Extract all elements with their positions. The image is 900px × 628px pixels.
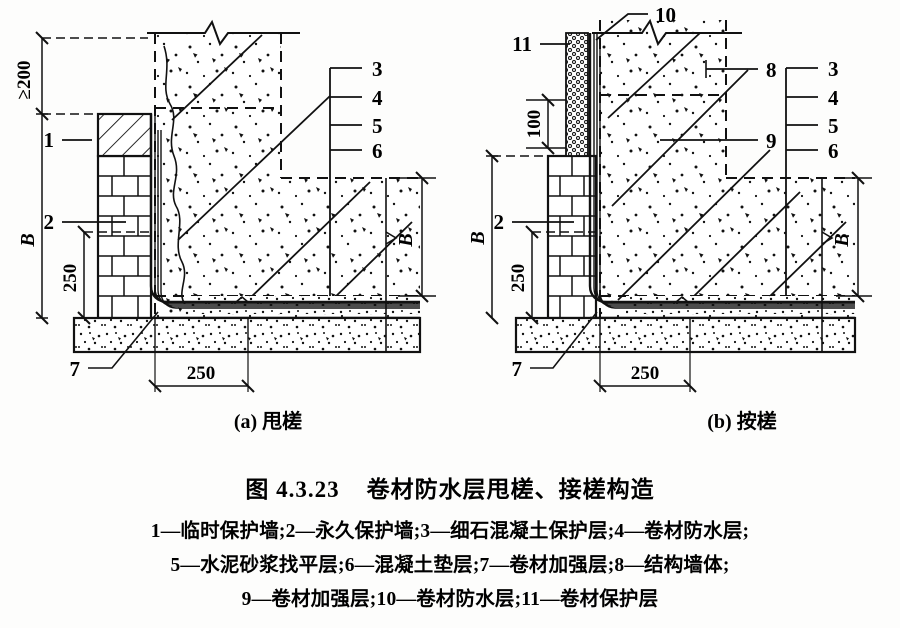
base-slab-a	[72, 316, 422, 354]
drawing-area: B ≥200 250 B	[14, 3, 872, 433]
dim-250-vert-b	[525, 225, 596, 325]
dim-label-250-horiz-b: 250	[631, 363, 660, 384]
callout-label-3-a: 3	[372, 57, 383, 81]
cushion-layer-b	[626, 296, 855, 314]
callout-label-7-b: 7	[512, 357, 523, 381]
subcaption-b: (b) 按槎	[707, 409, 776, 433]
break-line-a	[147, 19, 300, 47]
diagram-b: B 250 100	[467, 3, 872, 433]
callout-8-b: 8	[705, 58, 777, 82]
right-cut-a	[385, 178, 398, 352]
callout-bracket-b	[785, 67, 818, 296]
callout-label-2-a: 2	[44, 210, 55, 234]
figure-title: 图 4.3.23 卷材防水层甩槎、接槎构造	[245, 477, 655, 502]
callout-label-7-a: 7	[70, 357, 81, 381]
temporary-wall-a	[96, 112, 153, 158]
construction-detail-svg: B ≥200 250 B	[14, 3, 872, 433]
dim-B-b	[485, 149, 546, 325]
dim-B-right-b	[836, 171, 872, 303]
dim-250-horiz-b	[593, 352, 697, 393]
dim-label-B-left-a: B	[17, 233, 39, 247]
callout-7-a: 7	[70, 311, 159, 381]
structural-concrete-b	[592, 18, 855, 318]
callout-9-b: 9	[660, 129, 777, 153]
structural-concrete-a	[147, 19, 420, 318]
base-slab-b	[514, 316, 857, 354]
permanent-wall-b	[546, 154, 598, 320]
callout-label-2-b: 2	[494, 210, 505, 234]
callout-label-5-b: 5	[828, 114, 839, 138]
callout-label-8-b: 8	[766, 58, 777, 82]
dim-label-250-vert-a: 250	[60, 264, 81, 293]
dim-label-100-b: 100	[524, 110, 545, 139]
callout-label-6-a: 6	[372, 139, 383, 163]
callout-label-4-a: 4	[372, 86, 383, 110]
dim-label-B-right-a: B	[395, 233, 417, 247]
protective-layer-11-b	[565, 32, 589, 157]
legend-line-2: 5—水泥砂浆找平层;6—混凝土垫层;7—卷材加强层;8—结构墙体;	[170, 555, 730, 576]
callout-10-b: 10	[595, 3, 676, 41]
dim-B-a	[35, 31, 148, 325]
permanent-wall-a	[96, 154, 153, 320]
callout-1-a: 1	[44, 128, 92, 152]
callout-label-1-a: 1	[44, 128, 55, 152]
dim-label-B-right-b: B	[831, 233, 853, 247]
callout-label-6-b: 6	[828, 139, 839, 163]
callout-2-a: 2	[44, 210, 126, 234]
callout-11-b: 11	[512, 32, 570, 56]
right-cut-b	[821, 178, 834, 352]
legend-line-1: 1—临时保护墙;2—永久保护墙;3—细石混凝土保护层;4—卷材防水层;	[150, 521, 750, 542]
break-line-b	[592, 18, 742, 47]
callout-label-4-b: 4	[828, 86, 839, 110]
dim-250-horiz-a	[148, 352, 255, 393]
callout-label-11-b: 11	[512, 32, 532, 56]
diagram-a: B ≥200 250 B	[14, 19, 436, 433]
callout-label-9-b: 9	[766, 129, 777, 153]
membrane-layers-b	[588, 33, 855, 320]
cushion-layer-a	[190, 296, 420, 314]
caption-block: 图 4.3.23 卷材防水层甩槎、接槎构造 1—临时保护墙;2—永久保护墙;3—…	[0, 452, 900, 616]
callout-bracket-a	[329, 67, 362, 296]
callout-label-3-b: 3	[828, 57, 839, 81]
dim-label-top-height-a: ≥200	[14, 61, 35, 100]
callout-label-5-a: 5	[372, 114, 383, 138]
dim-100-b	[526, 93, 566, 155]
dim-label-B-left-b: B	[467, 231, 489, 245]
callout-7-b: 7	[512, 311, 598, 381]
dim-label-250-vert-b: 250	[508, 264, 529, 293]
callout-label-10-b: 10	[655, 3, 676, 27]
dim-250-vert-a	[77, 225, 150, 325]
legend-line-3: 9—卷材加强层;10—卷材防水层;11—卷材保护层	[241, 589, 659, 610]
callout-2-b: 2	[494, 210, 574, 234]
dim-label-250-horiz-a: 250	[187, 363, 216, 384]
dim-B-right-a	[398, 171, 436, 303]
subcaption-a: (a) 甩槎	[234, 409, 302, 433]
